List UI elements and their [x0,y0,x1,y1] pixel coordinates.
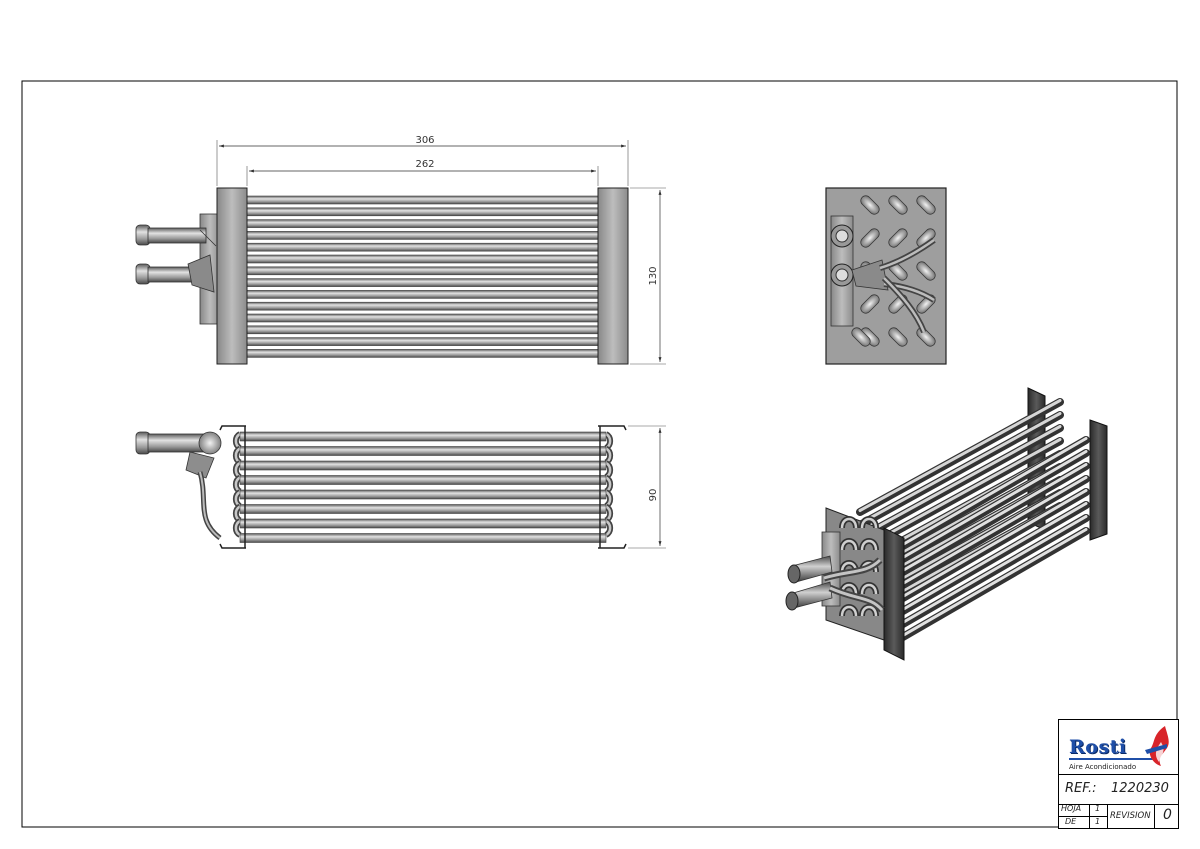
iso-tube-front-highlight [894,502,1088,615]
iso-tube-front-highlight [894,450,1088,563]
side-slot [888,327,908,347]
company-logo-text: Rosti [1069,736,1127,758]
logo-flame-icon [1145,726,1169,766]
front-tube [244,207,601,217]
front-tube [244,242,601,252]
front-tube [244,195,601,205]
side-slot [851,327,871,347]
isometric-view [785,387,1108,661]
dim-core-length: 262 [415,159,434,170]
ref-value: 1220230 [1111,781,1169,796]
iso-tube-highlight [858,438,1062,551]
side-slot [888,195,908,215]
front-tube [244,266,601,276]
front-tube-bundle [244,195,601,358]
iso-tube-highlight [858,412,1062,525]
dimension-lines-plan [628,425,666,549]
ref-row: REF.: 1220230 [1059,774,1178,805]
front-tube [244,254,601,264]
iso-tube-bundle [856,398,1090,645]
front-view [135,187,629,365]
title-block: Rosti Aire Acondicionado REF.: 1220230 H… [1058,719,1179,829]
front-tube [244,325,601,335]
de-label: DE [1065,817,1077,826]
plan-tube [239,489,607,500]
left-end-plate [216,187,248,365]
iso-tube-front-highlight [894,437,1088,550]
front-tube [244,337,601,346]
logo-box: Rosti Aire Acondicionado [1059,720,1178,775]
iso-tube-highlight [858,399,1062,512]
dimension-lines-front [216,140,666,365]
sheet-info-row: HOJA 1 DE 1 REVISION 0 [1059,804,1178,828]
dim-depth: 90 [648,489,659,502]
iso-bend-highlight [860,583,878,595]
sheet-border [21,80,1178,828]
side-slot [888,228,908,248]
company-subtitle: Aire Acondicionado [1069,763,1137,771]
iso-tube-front-highlight [894,528,1088,641]
revision-value: 0 [1163,807,1172,823]
iso-tube-front-highlight [894,489,1088,602]
dim-height: 130 [648,266,659,285]
front-tube [244,313,601,323]
side-slot [916,261,936,281]
front-tube [244,349,601,358]
right-end-plate [597,187,629,365]
plan-tube-bundle [239,431,607,543]
side-view [825,187,947,365]
plan-tube [239,475,607,485]
front-tube [244,219,601,228]
front-tube [244,301,601,311]
plan-tube [239,533,607,543]
plan-tube [239,460,607,471]
side-slot [860,294,880,314]
plan-view [135,425,627,549]
right-bend-highlight [605,519,612,537]
front-tube [244,278,601,287]
iso-bend-highlight [840,539,858,551]
plan-tube [239,504,607,514]
iso-bend-highlight [860,539,878,551]
inlet-pipes [135,213,221,325]
side-slot [916,195,936,215]
left-return-bends [232,431,242,538]
logo-underline [1069,758,1159,760]
iso-tube-front-highlight [894,515,1088,628]
de-value: 1 [1095,817,1101,826]
revision-label: REVISION [1110,811,1151,821]
iso-tube-highlight [858,425,1062,538]
plan-tube [239,446,607,456]
ref-label: REF.: [1065,781,1097,796]
iso-bend-highlight [860,605,878,617]
hoja-value: 1 [1095,804,1101,813]
side-slot [860,228,880,248]
iso-bend-highlight [840,517,858,529]
iso-bend-highlight [860,517,878,529]
iso-tube-front-highlight [894,476,1088,589]
plan-tube [239,431,607,442]
dim-overall-length: 306 [415,135,434,146]
side-slot [860,195,880,215]
hoja-label: HOJA [1061,804,1082,813]
front-tube [244,290,601,299]
iso-tube-front-highlight [894,463,1088,576]
left-bend-highlight [234,519,241,537]
plan-tube [239,518,607,529]
right-return-bends [604,431,614,538]
front-tube [244,231,601,240]
iso-bend-highlight [840,605,858,617]
